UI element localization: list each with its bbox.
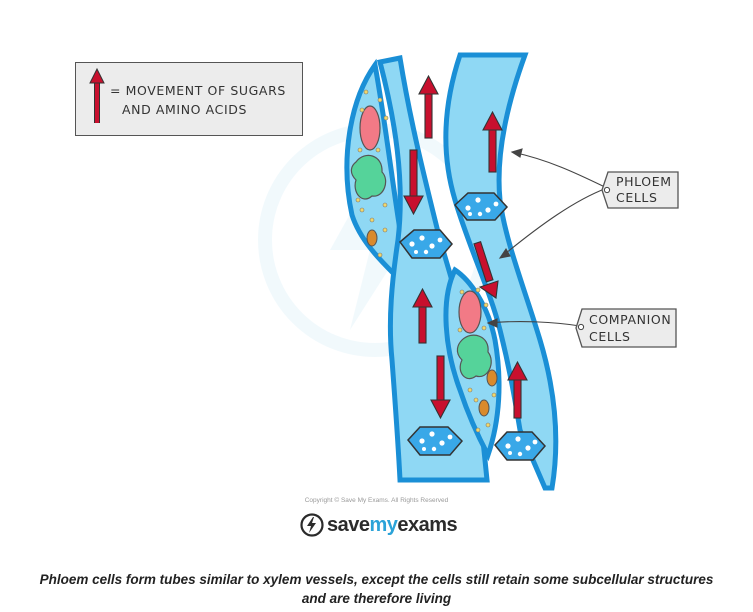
caption-line-2: and are therefore living — [301, 591, 452, 606]
arrow-up-4-icon — [507, 360, 528, 419]
phloem-pointer-1 — [511, 151, 608, 189]
arrow-up-2-icon — [482, 110, 503, 173]
sieve-plate-4 — [494, 431, 547, 461]
mitochondrion-lower-1 — [486, 369, 498, 387]
brand-exams: exams — [397, 513, 458, 536]
legend-line-2: AND AMINO ACIDS — [122, 102, 247, 117]
arrow-down-1-icon — [403, 149, 424, 216]
phloem-label-line-2: CELLS — [616, 190, 658, 205]
nucleus-lower — [458, 290, 482, 334]
mitochondrion-upper — [366, 229, 378, 247]
sieve-plate-1 — [398, 229, 453, 259]
caption-line-1: Phloem cells form tubes similar to xylem… — [39, 572, 714, 587]
legend-box: = MOVEMENT OF SUGARS AND AMINO ACIDS — [75, 62, 303, 136]
arrow-up-1-icon — [418, 74, 439, 139]
phloem-label-tag: PHLOEM CELLS — [601, 171, 679, 209]
nucleus-upper — [359, 105, 381, 151]
sieve-plate-3 — [407, 426, 464, 456]
brand-my: my — [369, 513, 398, 536]
phloem-label-line-1: PHLOEM — [616, 174, 672, 189]
figure-caption: Phloem cells form tubes similar to xylem… — [0, 570, 753, 608]
companion-body-upper — [350, 154, 387, 200]
companion-pointer — [487, 321, 581, 327]
companion-body-lower — [456, 334, 492, 380]
companion-cell-upper — [344, 58, 403, 281]
phloem-pointer-2 — [499, 187, 608, 259]
mitochondrion-lower-2 — [478, 399, 490, 417]
brand-save: save — [327, 513, 370, 536]
arrow-up-3-icon — [412, 287, 433, 344]
companion-label-tag: COMPANION CELLS — [575, 308, 677, 348]
arrow-down-2-icon — [473, 241, 499, 299]
sieve-plate-2 — [453, 192, 509, 221]
copyright-text: Copyright © Save My Exams. All Rights Re… — [304, 497, 449, 504]
legend-text: = MOVEMENT OF SUGARS AND AMINO ACIDS — [110, 81, 286, 119]
lightning-logo-icon — [300, 513, 324, 537]
arrow-down-3-icon — [430, 355, 451, 420]
companion-cell-lower — [443, 266, 502, 462]
companion-label-line-2: CELLS — [589, 329, 631, 344]
companion-label-line-1: COMPANION — [589, 312, 671, 327]
brand-logo: savemyexams — [300, 512, 458, 538]
legend-arrow-icon — [89, 67, 105, 123]
sieve-plates — [398, 192, 547, 461]
label-pointers — [486, 148, 608, 328]
flow-arrows — [403, 74, 528, 420]
legend-line-1: = MOVEMENT OF SUGARS — [110, 83, 286, 98]
brand-wordmark: savemyexams — [327, 513, 458, 537]
